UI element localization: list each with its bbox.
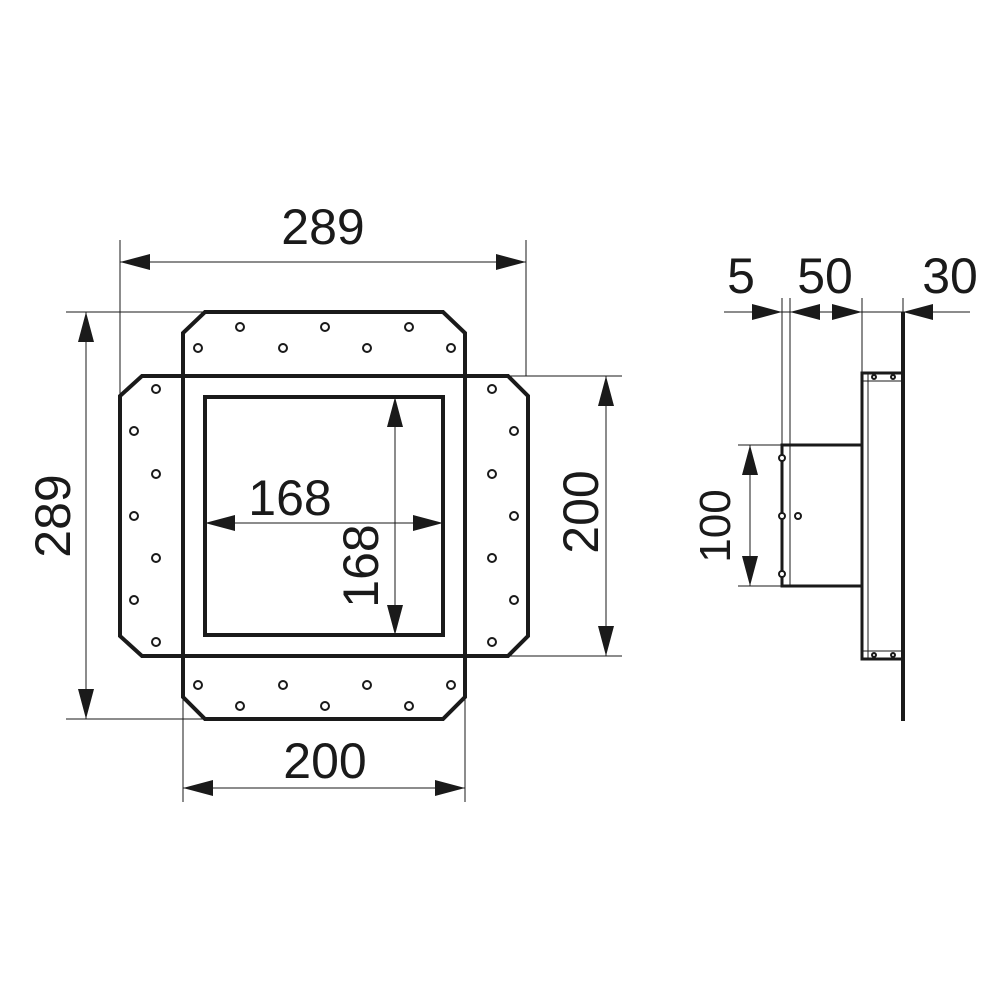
dim-opening-height-label: 168 — [333, 524, 389, 607]
dim-flange-width: 200 — [182, 697, 466, 802]
top-flap — [181, 310, 467, 376]
hole — [129, 426, 139, 436]
hole — [151, 469, 161, 479]
dim-opening-width: 168 — [205, 470, 443, 531]
dim-side-c-label: 30 — [922, 248, 978, 304]
hole — [278, 343, 288, 353]
hole — [320, 322, 330, 332]
front-view: 289 289 168 168 — [25, 199, 622, 802]
dim-overall-height-label: 289 — [25, 474, 81, 557]
center-frame — [181, 374, 467, 658]
dim-flange-height-label: 200 — [553, 470, 609, 553]
dim-overall-height: 289 — [25, 311, 205, 720]
hole — [404, 701, 414, 711]
dim-sleeve-height-label: 100 — [691, 489, 740, 562]
hole — [487, 469, 497, 479]
mounting-holes — [129, 322, 519, 711]
dim-side-a-label: 5 — [727, 248, 755, 304]
dim-overall-width-label: 289 — [281, 199, 364, 255]
hole — [320, 701, 330, 711]
inner-opening — [203, 395, 445, 637]
hole — [509, 511, 519, 521]
dim-overall-width: 289 — [119, 199, 527, 396]
dim-opening-height: 168 — [333, 397, 403, 635]
hole — [129, 511, 139, 521]
hole — [446, 680, 456, 690]
hole — [151, 384, 161, 394]
hole — [487, 384, 497, 394]
hole — [278, 680, 288, 690]
side-view: 5 50 30 100 — [691, 248, 978, 721]
hole — [235, 322, 245, 332]
hole — [362, 680, 372, 690]
hole — [193, 680, 203, 690]
hole — [404, 322, 414, 332]
dim-flange-width-label: 200 — [283, 733, 366, 789]
hole — [129, 595, 139, 605]
hole — [509, 595, 519, 605]
hole — [362, 343, 372, 353]
hole — [235, 701, 245, 711]
dim-side-b-label: 50 — [797, 248, 853, 304]
hole — [487, 553, 497, 563]
hole — [151, 637, 161, 647]
hole — [193, 343, 203, 353]
bottom-flap — [181, 656, 467, 721]
hole — [487, 637, 497, 647]
left-flap — [118, 374, 183, 658]
dim-opening-width-label: 168 — [248, 470, 331, 526]
dim-sleeve-height: 100 — [691, 444, 782, 587]
right-flap — [465, 374, 530, 658]
dim-flange-height: 200 — [508, 375, 622, 657]
outer-box — [860, 371, 903, 661]
hole — [446, 343, 456, 353]
sleeve — [780, 443, 862, 588]
hole — [509, 426, 519, 436]
hole — [151, 553, 161, 563]
